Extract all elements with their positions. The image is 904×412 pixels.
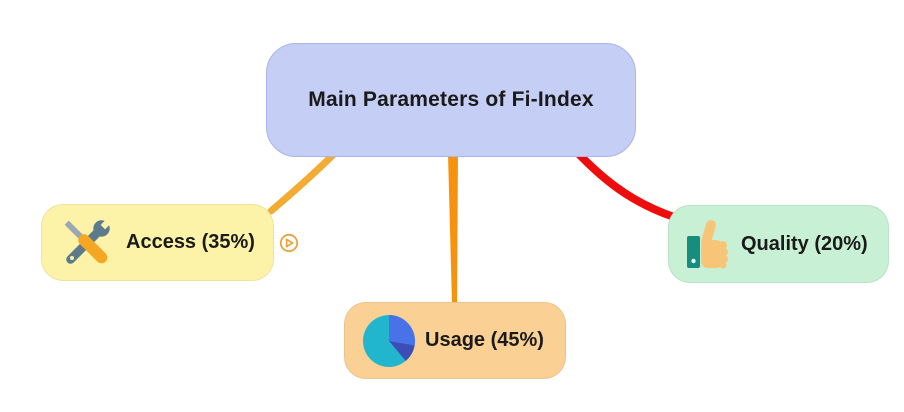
access-expander-play-circle-icon[interactable] bbox=[278, 232, 300, 254]
node-usage-label: Usage (45%) bbox=[425, 329, 544, 351]
root-node-label: Main Parameters of Fi-Index bbox=[308, 88, 594, 111]
tools-icon bbox=[64, 216, 114, 264]
node-usage[interactable]: Usage (45%) bbox=[344, 302, 566, 379]
node-access-label: Access (35%) bbox=[126, 231, 255, 253]
connector-access bbox=[267, 146, 342, 215]
pie-chart-icon bbox=[363, 314, 415, 367]
root-node[interactable]: Main Parameters of Fi-Index bbox=[266, 43, 636, 157]
thumbs-up-icon bbox=[687, 220, 728, 269]
connector-quality bbox=[568, 143, 678, 221]
node-access[interactable]: Access (35%) bbox=[41, 204, 274, 281]
node-quality[interactable]: Quality (20%) bbox=[668, 205, 889, 283]
connector-usage bbox=[448, 154, 458, 304]
node-quality-label: Quality (20%) bbox=[741, 232, 868, 255]
